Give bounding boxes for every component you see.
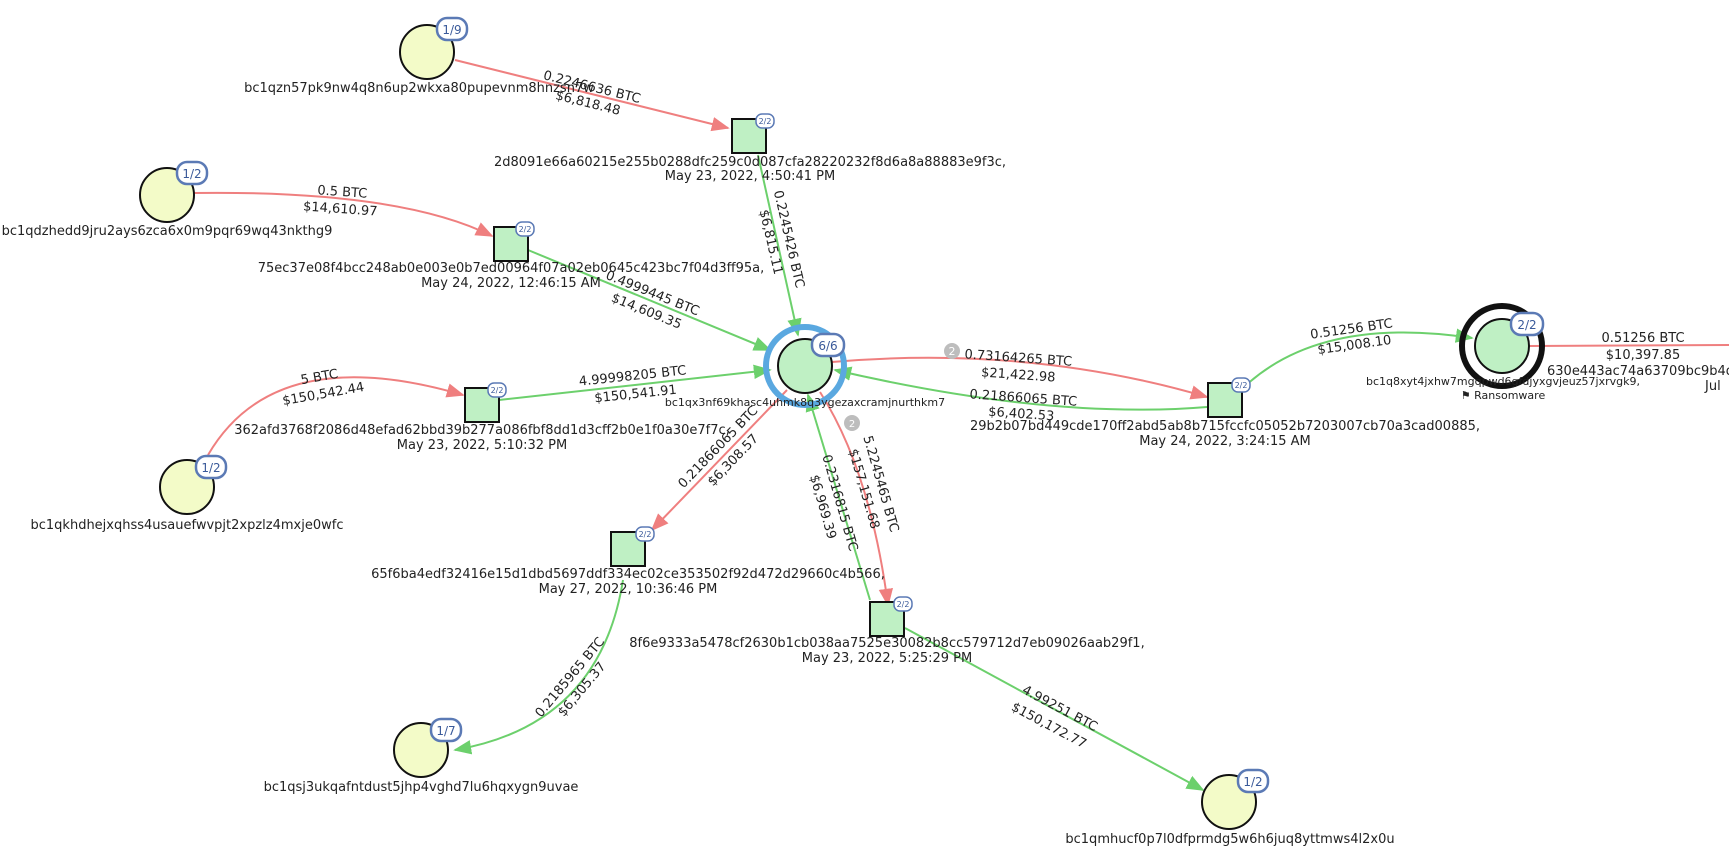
node-badge-text: 2/2 (897, 600, 910, 609)
edge-e1[interactable] (454, 59, 730, 132)
edge-e10[interactable] (1529, 344, 1729, 347)
edge-count-e7: 2 (949, 345, 956, 358)
address-label: bc1q8xyt4jxhw7mgqpwd6gfdjyxgvjeuz57jxrvg… (1366, 375, 1640, 388)
node-badge-text: 2/2 (519, 225, 532, 234)
edge-label-e7-btc: 0.73164265 BTC (964, 347, 1073, 369)
edge-e12[interactable] (805, 393, 871, 601)
flag-ring (1459, 303, 1545, 389)
tx-node-t4[interactable]: 2/2 65f6ba4edf32416e15d1dbd5697ddf334ec0… (371, 526, 885, 597)
tx-node-t3[interactable]: 2/2 362afd3768f2086d48efad62bbd39b277a08… (234, 382, 730, 453)
tx-node-t5[interactable]: 2/2 8f6e9333a5478cf2630b1cb038aa7525e300… (629, 596, 1145, 666)
edge-e9[interactable] (1242, 328, 1474, 389)
address-label: bc1qzn57pk9nw4q8n6up2wkxa80pupevnm8hnzsn… (244, 81, 594, 96)
address-node-a3[interactable]: 1/2 bc1qkhdhejxqhss4usauefwvpjt2xpzlz4mx… (31, 454, 344, 533)
edge-count-badge-e13 (844, 415, 860, 431)
edge-label-e10-btc: 0.51256 BTC (1601, 331, 1684, 346)
tx-date-label: May 24, 2022, 12:46:15 AM (421, 276, 601, 291)
tx-date-label: May 23, 2022, 5:25:29 PM (802, 651, 972, 666)
edge-label-e3-btc: 0.5 BTC (317, 183, 368, 201)
tx-node-t7[interactable]: 630e443ac74a63709bc9b4d31 Jul (1547, 364, 1729, 394)
node-badge-text: 6/6 (818, 339, 837, 353)
node-badge-text: 2/2 (759, 117, 772, 126)
edge-e14[interactable] (453, 579, 624, 755)
tx-hash-label: 75ec37e08f4bcc248ab0e003e0b7ed00964f07a0… (258, 261, 765, 276)
node-badge-text: 1/9 (442, 23, 461, 37)
edge-label-e3-usd: $14,610.97 (303, 199, 378, 219)
address-label: bc1qx3nf69khasc4uhmk8q3ygezaxcramjnurthk… (665, 396, 945, 409)
node-badge (755, 113, 775, 129)
tx-date-label: May 23, 2022, 4:50:41 PM (665, 169, 835, 184)
tx-date-label: May 23, 2022, 5:10:32 PM (397, 438, 567, 453)
node-badge-text: 2/2 (1517, 318, 1536, 332)
tx-date-label: Jul (1704, 379, 1721, 394)
edge-e13[interactable] (819, 391, 893, 607)
node-badge-text: 2/2 (1235, 381, 1248, 390)
tx-date-label: May 24, 2022, 3:24:15 AM (1139, 434, 1311, 449)
node-badge (635, 526, 655, 542)
edge-e2[interactable] (757, 154, 802, 337)
tx-hash-label: 630e443ac74a63709bc9b4d31 (1547, 364, 1729, 379)
edge-e6[interactable] (498, 364, 772, 401)
node-badge-text: 2/2 (639, 530, 652, 539)
node-badge-text: 2/2 (491, 386, 504, 395)
edge-e3[interactable] (191, 191, 494, 237)
edge-label-e8-usd: $6,402.53 (988, 405, 1055, 425)
address-node-a4[interactable]: 1/7 bc1qsj3ukqafntdust5jhp4vghd7lu6hqxyg… (264, 717, 579, 795)
address-label: bc1qkhdhejxqhss4usauefwvpjt2xpzlz4mxje0w… (31, 518, 344, 533)
node-badge (893, 596, 913, 612)
node-badge-text: 1/7 (436, 724, 455, 738)
node-badge (1509, 311, 1545, 337)
node-badge (435, 16, 469, 42)
tx-node-t2[interactable]: 2/2 75ec37e08f4bcc248ab0e003e0b7ed00964f… (258, 221, 765, 291)
edge-label-e5-btc: 5 BTC (300, 367, 340, 388)
tx-hash-label: 362afd3768f2086d48efad62bbd39b277a086fbf… (234, 423, 730, 438)
edge-e8[interactable] (833, 366, 1208, 411)
node-badge (1236, 768, 1270, 794)
node-badge (1231, 377, 1251, 393)
edge-label-e7-usd: $21,422.98 (981, 365, 1056, 385)
edge-e11[interactable] (650, 389, 788, 532)
tx-date-label: May 27, 2022, 10:36:46 PM (539, 582, 718, 597)
ransomware-tag: ⚑ Ransomware (1461, 389, 1546, 402)
edge-e15[interactable] (904, 627, 1205, 791)
tx-hash-label: 2d8091e66a60215e255b0288dfc259c0d087cfa2… (494, 155, 1006, 170)
node-badge (515, 221, 535, 237)
edge-e7[interactable] (831, 356, 1209, 400)
node-badge (487, 382, 507, 398)
tx-node-t1[interactable]: 2/2 2d8091e66a60215e255b0288dfc259c0d087… (494, 113, 1006, 184)
node-badge-text: 1/2 (182, 167, 201, 181)
transaction-nodes: 2/2 2d8091e66a60215e255b0288dfc259c0d087… (234, 113, 1729, 666)
node-badge (194, 454, 228, 480)
address-node-center[interactable]: 6/6 bc1qx3nf69khasc4uhmk8q3ygezaxcramjnu… (665, 324, 945, 409)
address-node-ransom[interactable]: 2/2 bc1q8xyt4jxhw7mgqpwd6gfdjyxgvjeuz57j… (1366, 303, 1640, 402)
node-badge-text: 1/2 (1243, 775, 1262, 789)
edge-e5[interactable] (207, 376, 465, 456)
edge-count-e13: 2 (849, 419, 855, 430)
address-label: bc1qsj3ukqafntdust5jhp4vghd7lu6hqxygn9uv… (264, 780, 579, 795)
edge-e4[interactable] (527, 249, 772, 351)
address-node-a5[interactable]: 1/2 bc1qmhucf0p7l0dfprmdg5w6h6juq8yttmws… (1065, 768, 1395, 847)
address-node-a1[interactable]: 1/9 bc1qzn57pk9nw4q8n6up2wkxa80pupevnm8h… (244, 16, 594, 96)
edge-count-badge-e7 (944, 343, 960, 359)
tx-hash-label: 8f6e9333a5478cf2630b1cb038aa7525e30082b8… (629, 636, 1144, 651)
edge-label-e10-usd: $10,397.85 (1606, 348, 1680, 363)
tx-hash-label: 29b2b07bd449cde170ff2abd5ab8b715fccfc050… (970, 419, 1480, 434)
selected-ring (763, 324, 847, 408)
tx-hash-label: 65f6ba4edf32416e15d1dbd5697ddf334ec02ce3… (371, 567, 885, 582)
address-node-a2[interactable]: 1/2 bc1qdzhedd9jru2ays6zca6x0m9pqr69wq43… (2, 160, 333, 239)
node-badge (429, 717, 463, 743)
address-label: bc1qdzhedd9jru2ays6zca6x0m9pqr69wq43nkth… (2, 224, 333, 239)
tx-node-t6[interactable]: 2/2 29b2b07bd449cde170ff2abd5ab8b715fccf… (970, 377, 1480, 449)
address-label: bc1qmhucf0p7l0dfprmdg5w6h6juq8yttmws4l2x… (1065, 832, 1394, 847)
node-badge (810, 332, 846, 358)
node-badge-text: 1/2 (201, 461, 220, 475)
address-nodes: 1/9 bc1qzn57pk9nw4q8n6up2wkxa80pupevnm8h… (2, 16, 1640, 847)
node-badge (175, 160, 209, 186)
